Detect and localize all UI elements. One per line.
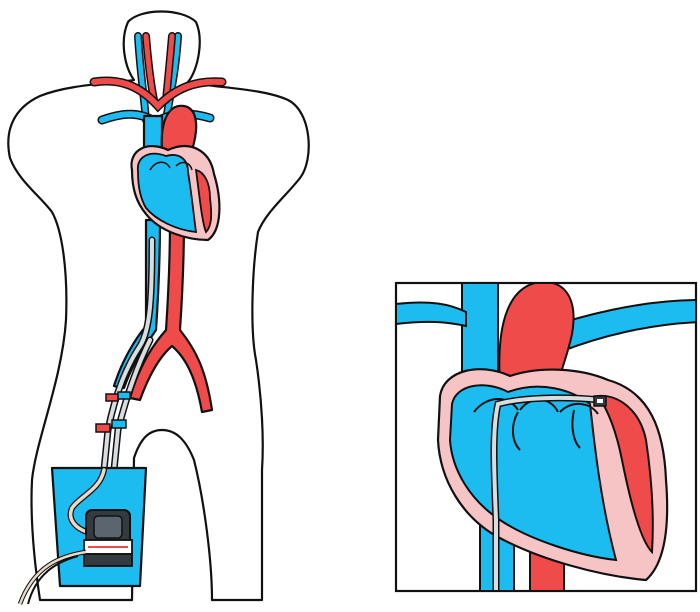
cannula-connector-red (95, 423, 111, 433)
descending-aorta (128, 218, 214, 414)
inset-left-ventricle (596, 394, 654, 555)
ecmo-pump-icon (17, 466, 148, 605)
inset-valve-tricuspid (473, 398, 519, 413)
inset-valve-mitral (559, 403, 599, 415)
vessels (89, 32, 227, 474)
aortic-arch (160, 104, 198, 152)
heart-icon (130, 145, 221, 242)
heart-detail-icon (394, 281, 698, 593)
cannula-connector-blue (111, 419, 127, 429)
inset-pulmonary-artery-right (538, 299, 695, 354)
inset-aortic-arch (498, 284, 575, 394)
inset-pulmonary-vein-left (397, 301, 467, 328)
